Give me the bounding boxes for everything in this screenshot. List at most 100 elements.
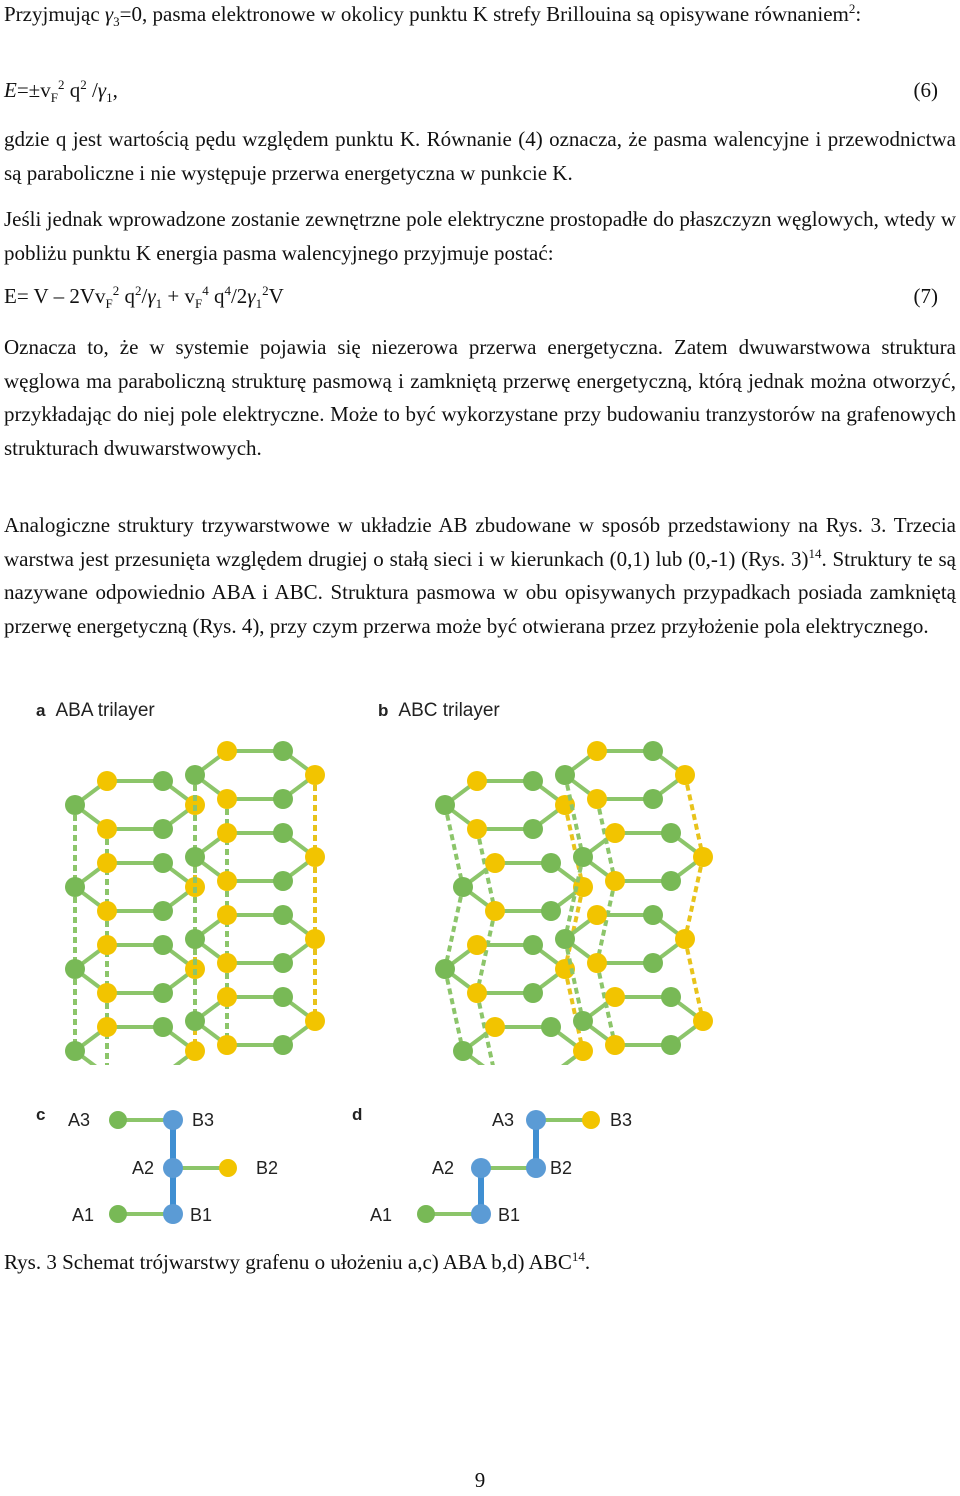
eq-subscript: 1 <box>255 296 263 312</box>
carbon-atom <box>453 1041 473 1061</box>
carbon-atom <box>153 853 173 873</box>
eq-superscript: 4 <box>202 283 209 298</box>
carbon-atom <box>217 953 237 973</box>
label-b3: B3 <box>610 1110 632 1130</box>
interlayer-link <box>443 804 465 888</box>
carbon-atom <box>305 765 325 785</box>
panel-letter: c <box>36 1105 46 1124</box>
carbon-atom <box>97 1017 117 1037</box>
gamma-symbol: γ <box>104 2 114 26</box>
carbon-atom <box>675 765 695 785</box>
interlayer-link <box>563 968 585 1052</box>
node-a3 <box>109 1111 127 1129</box>
carbon-atom <box>661 823 681 843</box>
node-b2 <box>219 1159 237 1177</box>
carbon-atom <box>643 789 663 809</box>
text-span: Analogiczne struktury trzywarstwowe w uk… <box>4 513 956 571</box>
eq-subscript: F <box>194 296 203 312</box>
carbon-atom <box>273 1035 293 1055</box>
interlayer-link <box>563 856 585 940</box>
node-a2 <box>163 1158 183 1178</box>
carbon-atom <box>97 853 117 873</box>
eq-part: /2 <box>230 284 248 308</box>
carbon-atom <box>693 1011 713 1031</box>
aba-stacking-diagram: A3 B3 A2 B2 A1 B1 <box>68 1110 278 1225</box>
eq-part: q <box>208 284 225 308</box>
carbon-atom <box>273 871 293 891</box>
carbon-atom <box>97 901 117 921</box>
carbon-atom <box>453 877 473 897</box>
label-b2: B2 <box>550 1158 572 1178</box>
carbon-atom <box>523 771 543 791</box>
eq-part: q <box>64 78 81 102</box>
panel-letter: b <box>378 701 389 720</box>
interlayer-link <box>683 938 705 1022</box>
carbon-atom <box>273 823 293 843</box>
carbon-atom <box>273 741 293 761</box>
eq-subscript: 1 <box>155 296 163 312</box>
carbon-atom <box>65 877 85 897</box>
carbon-atom <box>587 741 607 761</box>
carbon-atom <box>675 929 695 949</box>
carbon-atom <box>523 983 543 1003</box>
node-b3 <box>582 1111 600 1129</box>
paragraph-bilayer-gap: Oznacza to, że w systemie pojawia się ni… <box>4 335 956 460</box>
interlayer-link <box>475 910 497 994</box>
carbon-atom <box>97 819 117 839</box>
node-b2 <box>526 1158 546 1178</box>
text-span: . Struktury te są nazywane odpowiednio A… <box>4 546 956 638</box>
carbon-atom <box>643 905 663 925</box>
carbon-atom <box>541 901 561 921</box>
gamma-symbol: γ <box>247 284 256 308</box>
carbon-atom <box>305 929 325 949</box>
carbon-atom <box>217 905 237 925</box>
label-a2: A2 <box>132 1158 154 1178</box>
carbon-atom <box>217 789 237 809</box>
carbon-atom <box>661 987 681 1007</box>
eq-part: , <box>112 78 118 102</box>
carbon-atom <box>153 1017 173 1037</box>
label-a2: A2 <box>432 1158 454 1178</box>
carbon-atom <box>605 987 625 1007</box>
footnote-ref: 14 <box>808 545 822 561</box>
abc-stacking-diagram: A3 B3 A2 B2 A1 B1 <box>370 1110 632 1225</box>
carbon-atom <box>587 905 607 925</box>
carbon-atom <box>523 935 543 955</box>
eq-superscript: 2 <box>80 77 87 92</box>
eq-subscript: F <box>105 296 113 312</box>
node-b1 <box>163 1204 183 1224</box>
label-a3: A3 <box>492 1110 514 1130</box>
text-span: Przyjmując <box>4 2 105 26</box>
footnote-ref: 2 <box>848 1 856 16</box>
label-b1: B1 <box>498 1205 520 1225</box>
node-a2 <box>471 1158 491 1178</box>
aba-lattice-diagram <box>65 741 325 1065</box>
carbon-atom <box>273 953 293 973</box>
label-b2: B2 <box>256 1158 278 1178</box>
eq-superscript: 2 <box>112 283 120 298</box>
eq-superscript: 2 <box>262 283 269 298</box>
equation-number-7: (7) <box>913 284 939 308</box>
eq-part: q <box>119 284 135 308</box>
eq-part: =±v <box>16 78 51 102</box>
label-a1: A1 <box>370 1205 392 1225</box>
carbon-atom <box>523 819 543 839</box>
carbon-atom <box>467 983 487 1003</box>
carbon-atom <box>185 1041 205 1061</box>
carbon-atom <box>661 1035 681 1055</box>
label-b1: B1 <box>190 1205 212 1225</box>
panel-letter: d <box>352 1105 363 1124</box>
carbon-atom <box>661 871 681 891</box>
carbon-atom <box>153 819 173 839</box>
interlayer-link <box>443 886 465 970</box>
carbon-atom <box>693 847 713 867</box>
eq-subscript: 1 <box>106 90 113 106</box>
carbon-atom <box>605 871 625 891</box>
carbon-atom <box>435 959 455 979</box>
interlayer-link <box>563 938 585 1022</box>
paragraph-electric-field: Jeśli jednak wprowadzone zostanie zewnęt… <box>4 207 956 265</box>
text-span: : <box>855 2 862 26</box>
